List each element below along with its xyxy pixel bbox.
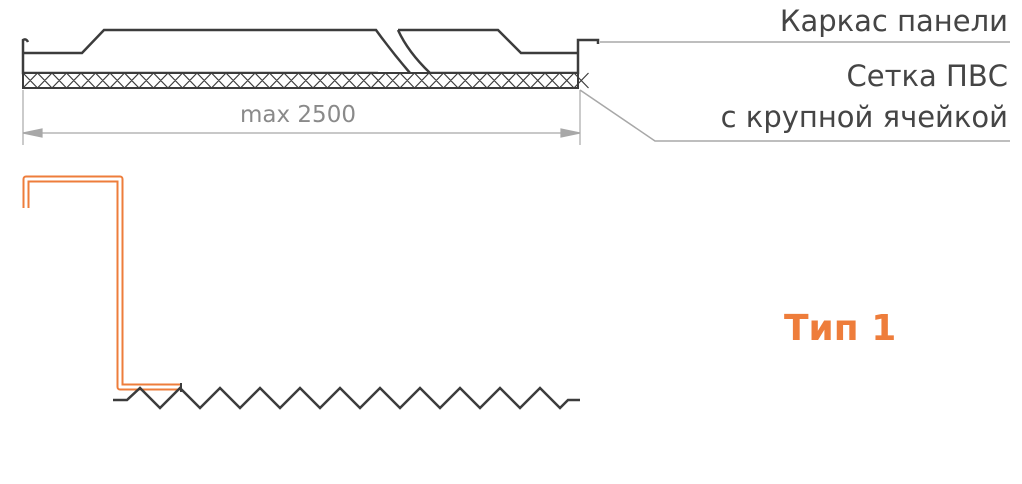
panel-frame	[21, 28, 600, 75]
label-mesh-line2: с крупной ячейкой	[720, 100, 1008, 134]
leader-lines	[579, 41, 1010, 142]
orange-profile-inner	[24, 177, 180, 389]
zigzag-mesh-profile	[113, 386, 580, 410]
mesh-layer	[22, 72, 589, 89]
type-label: Тип 1	[784, 308, 897, 349]
label-frame: Каркас панели	[779, 4, 1008, 38]
dimension-line	[22, 90, 581, 145]
dimension-label: max 2500	[240, 102, 356, 128]
label-mesh-line1: Сетка ПВС	[846, 59, 1008, 93]
orange-profile	[22, 175, 180, 391]
